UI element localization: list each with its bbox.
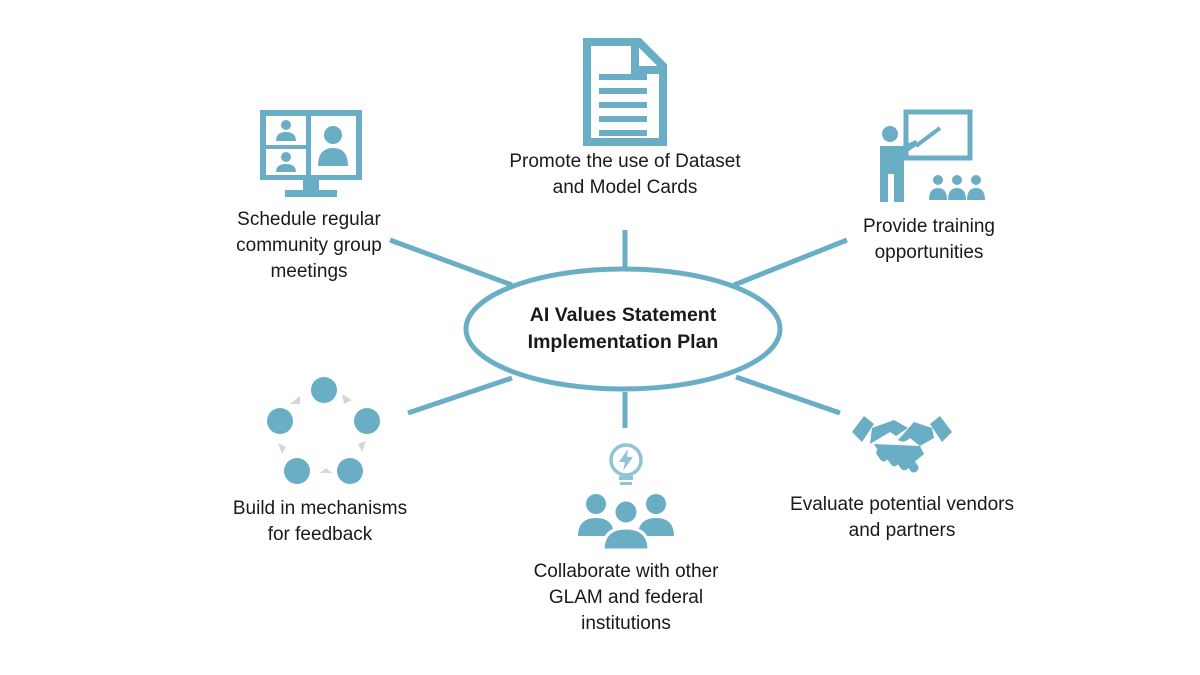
label-bottom-left: Build in mechanisms for feedback [233,496,407,548]
label-bottom: Collaborate with other GLAM and federal … [534,559,719,637]
label-top-line-1: Promote the use of Dataset [509,151,741,172]
label-bottom-right-line-1: Evaluate potential vendors [790,494,1014,515]
label-bottom-left-line-2: for feedback [267,524,373,545]
label-bottom-left-line-1: Build in mechanisms [232,498,408,519]
label-top-left-line-1: Schedule regular [237,209,381,230]
connector-top-left [389,237,513,288]
label-top: Promote the use of Dataset and Model Car… [509,149,740,201]
label-bottom-line-1: Collaborate with other [533,561,719,582]
label-top-left-line-3: meetings [270,261,348,282]
video-conference-icon [260,110,362,197]
connector-bottom-right [735,374,841,416]
label-top-right-line-1: Provide training [862,216,996,237]
label-bottom-line-2: GLAM and federal [548,587,704,608]
center-title-line-2: Implementation Plan [527,331,719,353]
label-top-line-2: and Model Cards [552,177,698,198]
connector-top-right [733,237,848,288]
label-top-right: Provide training opportunities [863,214,995,266]
label-top-left-line-2: community group [236,235,382,256]
document-icon [583,38,667,146]
feedback-cycle-icon [267,377,380,484]
center-ellipse [463,266,783,392]
label-top-left: Schedule regular community group meeting… [236,207,382,285]
presentation-icon [880,109,985,202]
handshake-icon [852,416,952,473]
team-idea-icon [578,443,674,552]
label-bottom-right: Evaluate potential vendors and partners [790,492,1014,544]
connector-bottom-left [407,375,513,416]
center-title-line-1: AI Values Statement [529,304,717,326]
center-title: AI Values Statement Implementation Plan [528,302,719,356]
label-bottom-line-3: institutions [581,613,671,634]
label-bottom-right-line-2: and partners [848,520,956,541]
label-top-right-line-2: opportunities [874,242,984,263]
